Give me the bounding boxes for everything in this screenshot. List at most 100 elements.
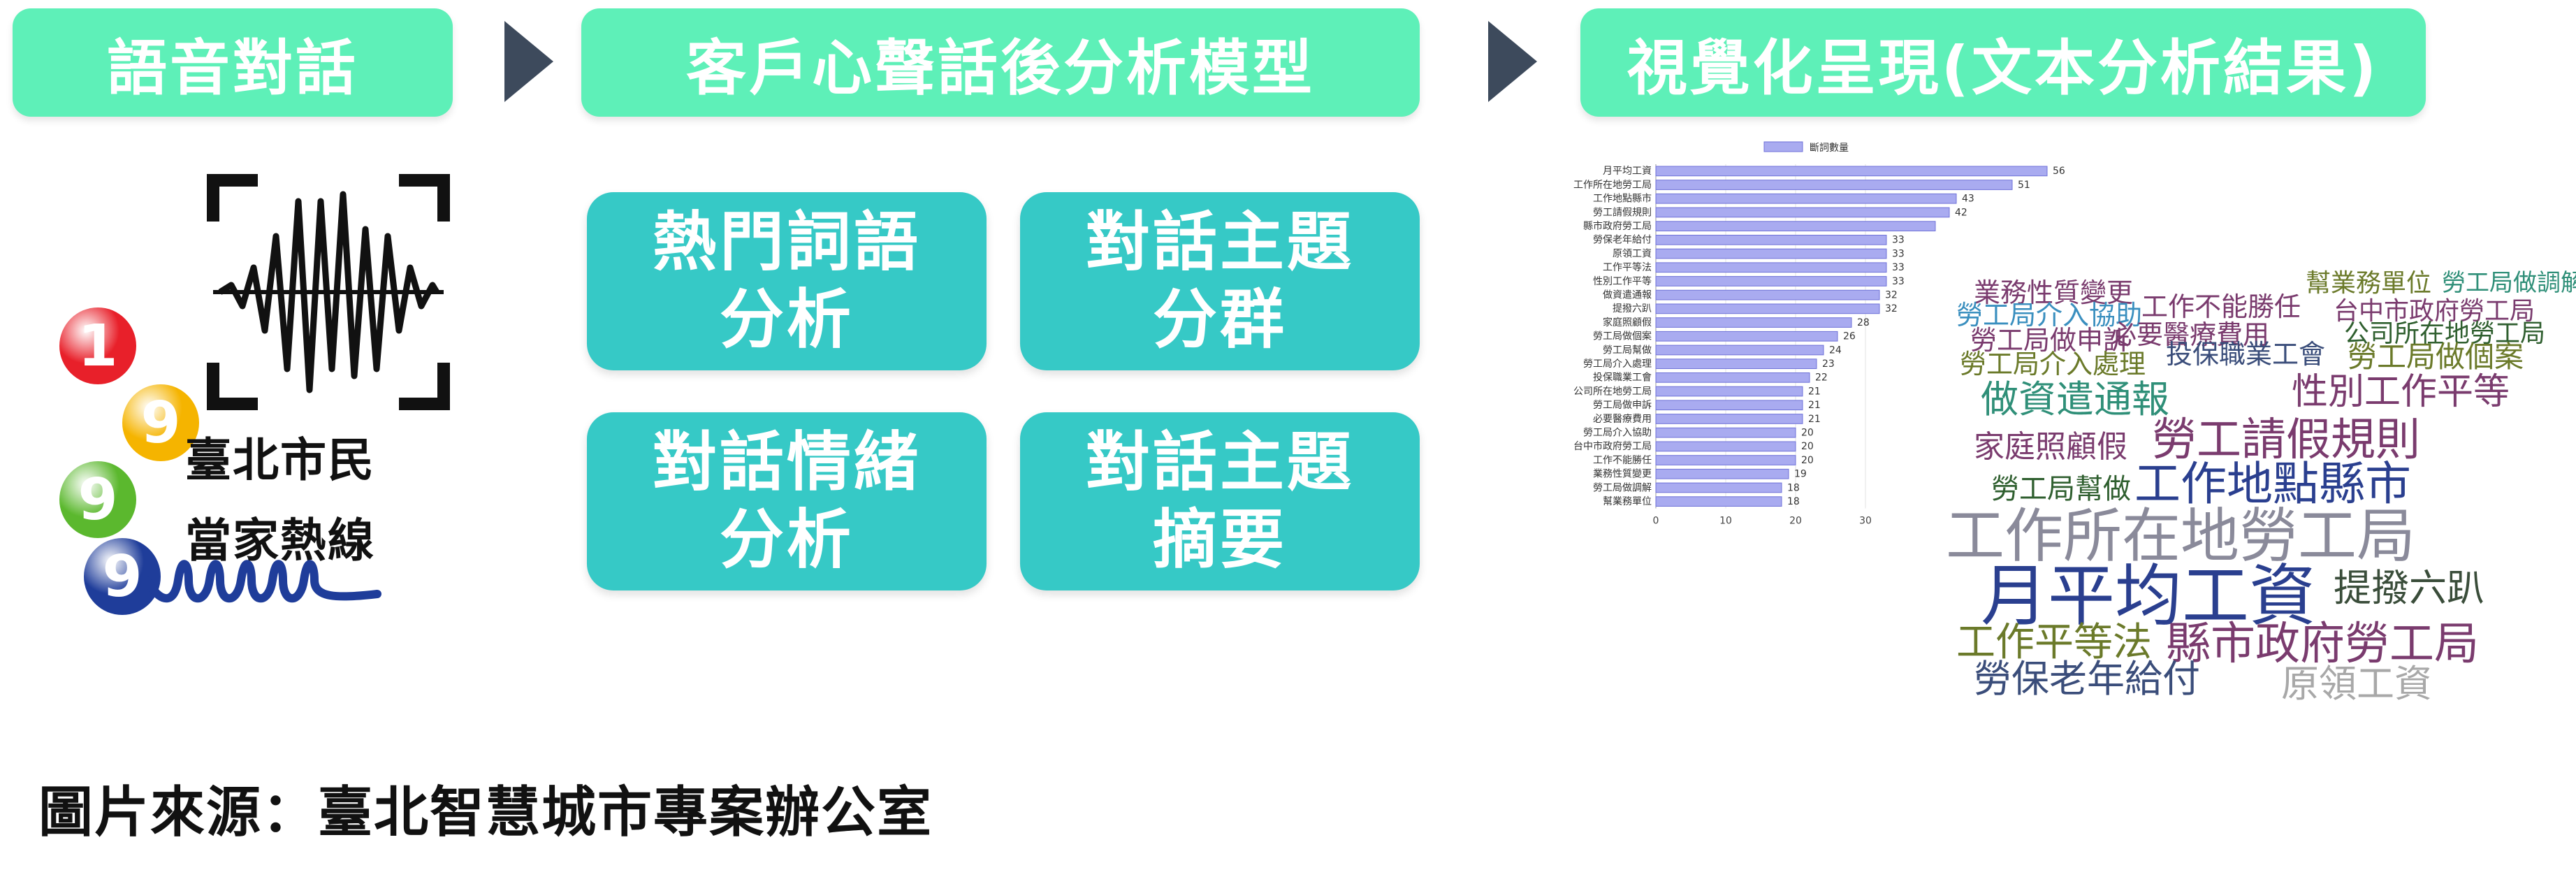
word-cloud-term: 台中市政府勞工局 (2334, 297, 2535, 326)
word-cloud-term: 幫業務單位 (2306, 269, 2432, 298)
category-label: 性別工作平等 (1593, 275, 1652, 287)
word-cloud-term: 原領工資 (2281, 662, 2432, 706)
legend-label: 斷詞數量 (1810, 143, 1849, 154)
bar (1655, 317, 1852, 328)
bar (1655, 262, 1887, 273)
bar (1655, 166, 2048, 177)
category-label: 家庭照顧假 (1603, 317, 1652, 328)
word-cloud-term: 業務性質變更 (1974, 277, 2134, 308)
bar (1655, 468, 1789, 479)
category-label: 勞工局介入協助 (1583, 427, 1652, 438)
data-label: 20 (1801, 441, 1814, 452)
word-cloud-term: 工作所在地勞工局 (1946, 502, 2416, 570)
data-label: 33 (1892, 262, 1905, 273)
category-label: 工作不能勝任 (1593, 455, 1652, 466)
logo-digit-ball: 1 (59, 307, 136, 384)
word-cloud-term: 工作平等法 (1956, 620, 2152, 665)
image-source-caption: 圖片來源：臺北智慧城市專案辦公室 (38, 781, 933, 844)
tile-line: 對話主題 (1085, 425, 1354, 500)
tile-line: 分析 (719, 282, 854, 357)
word-cloud: 業務性質變更工作不能勝任幫業務單位勞工局做調解勞工局介入協助必要醫療費用台中市政… (1942, 252, 2576, 720)
logo-digit-ball: 9 (84, 538, 161, 615)
bar (1655, 455, 1796, 465)
bar (1655, 345, 1824, 356)
data-label: 24 (1829, 345, 1842, 356)
category-label: 月平均工資 (1603, 166, 1652, 177)
tile-line: 熱門詞語 (652, 205, 921, 280)
bar (1655, 193, 1957, 204)
word-cloud-term: 勞工局做調解 (2442, 269, 2576, 297)
data-label: 28 (1857, 317, 1870, 328)
category-label: 勞工局做調解 (1593, 482, 1652, 493)
bar (1655, 427, 1796, 438)
word-cloud-term: 勞工局介入協助 (1956, 300, 2143, 331)
bar (1655, 441, 1796, 452)
category-label: 幫業務單位 (1603, 496, 1652, 507)
word-cloud-term: 投保職業工會 (2166, 339, 2326, 370)
data-label: 19 (1794, 469, 1807, 480)
word-cloud-term: 勞工局做申訴 (1970, 325, 2130, 356)
category-label: 投保職業工會 (1593, 372, 1652, 384)
category-label: 工作所在地勞工局 (1573, 180, 1652, 191)
word-cloud-term: 勞保老年給付 (1974, 657, 2200, 701)
bar (1655, 482, 1782, 493)
logo-digit-ball: 9 (59, 461, 136, 538)
word-cloud-term: 勞工局做個案 (2348, 340, 2524, 374)
bar (1655, 414, 1803, 424)
data-label: 18 (1787, 482, 1800, 493)
category-label: 勞工局介入處理 (1583, 358, 1652, 370)
data-label: 33 (1892, 235, 1905, 246)
bar (1655, 331, 1838, 342)
right-arrow-icon (504, 21, 553, 102)
word-cloud-term: 縣市政府勞工局 (2166, 618, 2479, 670)
x-tick-label: 20 (1789, 516, 1802, 527)
bar (1655, 386, 1803, 397)
tile-line: 摘要 (1152, 502, 1287, 577)
tile-topic-clustering: 對話主題 分群 (1020, 192, 1420, 370)
bar (1655, 303, 1880, 314)
data-label: 32 (1885, 289, 1898, 300)
tile-line: 分群 (1152, 282, 1287, 357)
category-label: 勞工局幫做 (1603, 345, 1652, 356)
data-label: 21 (1808, 386, 1821, 397)
tile-line: 分析 (719, 502, 854, 577)
word-cloud-term: 勞工局幫做 (1991, 473, 2131, 505)
bar (1655, 276, 1887, 287)
category-label: 勞工請假規則 (1593, 207, 1652, 218)
tile-sentiment-analysis: 對話情緒 分析 (587, 412, 987, 590)
step-voice-dialogue: 語音對話 (13, 8, 453, 117)
bar (1655, 289, 1880, 300)
x-tick-label: 30 (1859, 516, 1872, 527)
logo-digit-ball: 9 (122, 384, 199, 461)
category-label: 業務性質變更 (1593, 469, 1652, 480)
word-cloud-term: 性別工作平等 (2292, 371, 2510, 413)
sound-wave-scan-icon (207, 174, 450, 410)
coil-cord-icon (147, 560, 381, 603)
bar (1655, 221, 1936, 232)
legend-swatch (1763, 141, 1803, 152)
tile-topic-summary: 對話主題 摘要 (1020, 412, 1420, 590)
data-label: 32 (1885, 303, 1898, 314)
data-label: 42 (1955, 207, 1967, 218)
word-cloud-term: 公司所在地勞工局 (2344, 319, 2546, 348)
data-label: 20 (1801, 427, 1814, 438)
word-cloud-term: 勞工局介入處理 (1960, 349, 2146, 379)
word-cloud-term: 勞工請假規則 (2152, 414, 2420, 466)
data-label: 51 (2018, 180, 2030, 191)
category-label: 縣市政府勞工局 (1583, 220, 1652, 232)
category-label: 做資遣通報 (1603, 289, 1652, 300)
data-label: 21 (1808, 400, 1821, 411)
step-visualization: 視覺化呈現(文本分析結果) (1580, 8, 2426, 117)
category-label: 工作地點縣市 (1593, 193, 1652, 205)
category-label: 原領工資 (1613, 247, 1652, 259)
right-arrow-icon (1488, 21, 1537, 102)
word-cloud-term: 必要醫療費用 (2110, 319, 2270, 350)
tile-line: 對話情緒 (652, 425, 921, 500)
word-cloud-term: 家庭照顧假 (1974, 429, 2127, 465)
x-tick-label: 10 (1719, 516, 1732, 527)
category-label: 勞工局做個案 (1593, 331, 1652, 342)
data-label: 33 (1892, 276, 1905, 287)
bar (1655, 248, 1887, 259)
